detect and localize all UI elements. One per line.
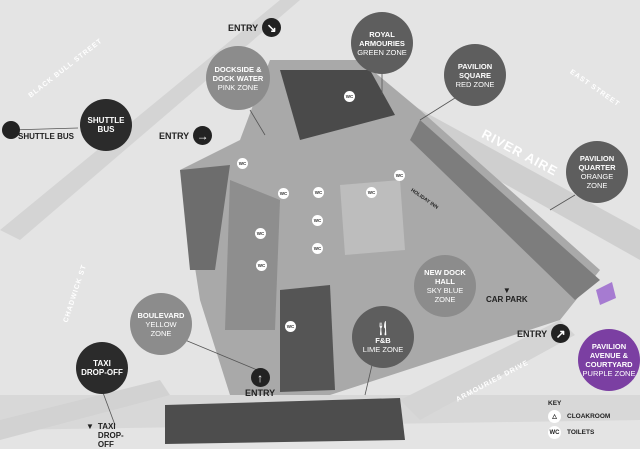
car-park-marker[interactable]: ▼CAR PARK xyxy=(486,286,528,304)
zone-color: PURPLE ZONE xyxy=(582,369,636,378)
zone-color: ORANGE ZONE xyxy=(580,172,614,190)
key-title: KEY xyxy=(548,400,562,407)
entry-label: ENTRY xyxy=(159,130,190,141)
fork-knife-icon: 🍴︎ xyxy=(374,320,392,336)
shuttle-pin-label: SHUTTLE BUS xyxy=(18,132,74,141)
shuttle-bus-marker[interactable]: SHUTTLE BUS xyxy=(80,99,132,151)
entry-south[interactable]: ↑ENTRY xyxy=(245,368,275,398)
hanger-icon: △ xyxy=(548,410,561,423)
zone-color: PINK ZONE xyxy=(217,82,259,92)
taxi-pin: ▼TAXI DROP-OFF xyxy=(86,422,138,449)
wc-icon: WC xyxy=(278,188,289,199)
zone-name: ROYAL ARMOURIES xyxy=(359,29,405,48)
zone-name: F&B xyxy=(375,336,391,345)
arrow-up-right-icon: ↗ xyxy=(551,324,571,343)
entry-label: ENTRY xyxy=(245,388,276,398)
wc-icon: WC xyxy=(344,91,355,102)
zone-name: DOCKSIDE & DOCK WATER xyxy=(212,64,264,83)
entry-north[interactable]: ENTRY↘ xyxy=(228,18,282,37)
zone-name: NEW DOCK HALL xyxy=(424,268,466,286)
wc-icon: WC xyxy=(394,170,405,181)
map-key: KEY △ CLOAKROOM WC TOILETS xyxy=(548,400,610,439)
car-park-label: CAR PARK xyxy=(486,295,528,304)
arrow-down-right-icon: ↘ xyxy=(262,18,282,37)
wc-icon: WC xyxy=(366,187,377,198)
zone-name: BOULEVARD xyxy=(137,310,185,320)
entry-west[interactable]: ENTRY→ xyxy=(159,126,213,145)
arrow-right-icon: → xyxy=(193,126,213,145)
zone-color: LIME ZONE xyxy=(362,345,404,354)
zone-name: PAVILION AVENUE & COURTYARD xyxy=(585,342,633,369)
entry-east[interactable]: ENTRY↗ xyxy=(517,324,571,343)
entry-label: ENTRY xyxy=(517,328,548,339)
arrow-up-icon: ↑ xyxy=(250,368,270,387)
taxi-title: TAXI DROP-OFF xyxy=(81,359,123,377)
zone-color: RED ZONE xyxy=(455,79,495,89)
wc-icon: WC xyxy=(312,215,323,226)
key-item-toilets: WC TOILETS xyxy=(548,426,610,439)
wc-icon: WC xyxy=(548,426,561,439)
wc-icon: WC xyxy=(312,243,323,254)
wc-icon: WC xyxy=(255,228,266,239)
entry-label: ENTRY xyxy=(228,22,259,33)
key-label: TOILETS xyxy=(567,429,595,436)
zone-color: SKY BLUE ZONE xyxy=(426,286,464,304)
zone-name: PAVILION SQUARE xyxy=(457,61,493,80)
zone-color: GREEN ZONE xyxy=(357,47,407,57)
wc-icon: WC xyxy=(285,321,296,332)
wc-icon: WC xyxy=(256,260,267,271)
zone-name: PAVILION QUARTER xyxy=(578,154,616,172)
map-pin-icon: ▼ xyxy=(502,286,511,295)
shuttle-title: SHUTTLE BUS xyxy=(87,116,125,134)
map-pin-icon: ▼ xyxy=(86,422,94,431)
wc-icon: WC xyxy=(237,158,248,169)
taxi-drop-off-marker[interactable]: TAXI DROP-OFF xyxy=(76,342,128,394)
shuttle-pin-dot xyxy=(2,121,20,139)
taxi-pin-label: TAXI DROP-OFF xyxy=(97,422,124,449)
zone-color: YELLOW ZONE xyxy=(145,319,177,338)
key-label: CLOAKROOM xyxy=(567,413,611,420)
key-item-cloakroom: △ CLOAKROOM xyxy=(548,410,610,423)
wc-icon: WC xyxy=(313,187,324,198)
